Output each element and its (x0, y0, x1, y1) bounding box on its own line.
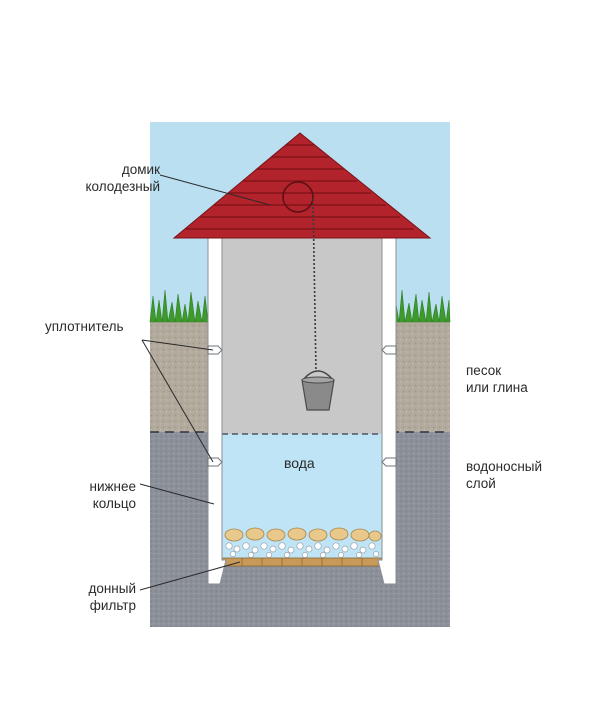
label-soil: песок или глина (466, 362, 528, 396)
label-bottom-filter-line2: фильтр (89, 598, 136, 613)
leader-lines (139, 174, 271, 591)
label-soil-line1: песок (466, 363, 502, 378)
label-roof: домик колодезный (40, 161, 161, 195)
label-bottom-filter: донный фильтр (40, 580, 136, 614)
filter-base-seams (241, 558, 363, 566)
label-roof-line2: колодезный (85, 179, 161, 194)
label-aquifer-line1: водоносный (466, 459, 543, 474)
label-roof-line1: домик (121, 162, 160, 177)
label-bottom-filter-line1: донный (88, 581, 136, 596)
sealant-joints (207, 345, 397, 467)
label-lower-ring-line1: нижнее (89, 479, 137, 494)
roof-shingle-lines (186, 144, 414, 230)
label-aquifer: водоносный слой (466, 458, 542, 492)
label-water: вода (284, 455, 315, 471)
gravel-small (225, 542, 379, 558)
label-sealant-text: уплотнитель (45, 319, 124, 334)
grass (149, 289, 451, 323)
winch-circle (282, 181, 314, 213)
shaft-interior (222, 238, 382, 434)
label-soil-line2: или глина (466, 380, 528, 395)
gravel-large (224, 527, 382, 542)
label-sealant: уплотнитель (45, 318, 123, 335)
roof (172, 132, 432, 239)
bucket-rope (312, 198, 317, 373)
label-lower-ring: нижнее кольцо (40, 478, 137, 512)
label-aquifer-line2: слой (466, 476, 496, 491)
bucket-icon (301, 370, 335, 411)
label-lower-ring-line2: кольцо (92, 496, 136, 511)
